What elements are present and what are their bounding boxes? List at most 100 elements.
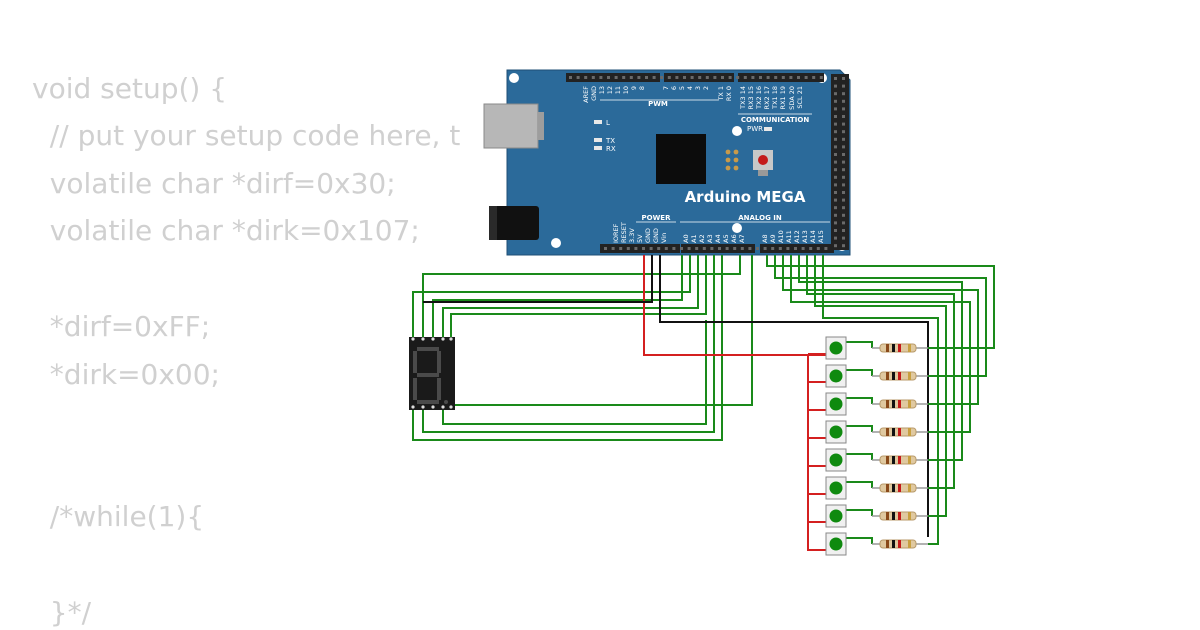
pushbutton-cap (829, 481, 843, 495)
analog-pin-label: A5 (722, 234, 730, 243)
pin-label: RX1 19 (779, 86, 787, 109)
wire-5v-bus (807, 355, 828, 551)
analog-pin-label: A4 (714, 234, 722, 243)
display-segment (417, 400, 439, 404)
resistor-band (886, 484, 889, 492)
analog-pin-label: A3 (706, 234, 714, 243)
pushbutton (825, 420, 847, 444)
wire-gnd-display (423, 255, 653, 303)
pushbutton (825, 476, 847, 500)
resistor-band (908, 512, 911, 520)
resistor-band (898, 428, 901, 436)
pin-label: 5 (678, 86, 686, 90)
status-led (594, 138, 602, 142)
analog-pin-label: A10 (777, 230, 785, 243)
pushbutton (825, 532, 847, 556)
wire-button-resistor (846, 397, 873, 404)
wire-gnd-resistors (659, 255, 929, 537)
resistor-band (898, 512, 901, 520)
resistor-band (898, 484, 901, 492)
display-segment (417, 347, 439, 351)
analog-pin-label: A9 (769, 234, 777, 243)
analog-pin-label: A2 (698, 234, 706, 243)
wire-button-resistor (846, 369, 873, 376)
header-top-left (566, 73, 660, 82)
analog-pin-label: A8 (761, 234, 769, 243)
wire-5v (643, 255, 828, 356)
power-label: POWER (642, 214, 672, 222)
resistor (872, 371, 928, 381)
analog-pin-label: A0 (682, 234, 690, 243)
resistor-band (908, 484, 911, 492)
analog-pin-label: A7 (738, 234, 746, 243)
pin-label: 3 (694, 86, 702, 90)
wire-button-resistor (846, 341, 873, 348)
resistor-band (892, 372, 895, 380)
resistor-band (886, 400, 889, 408)
led-label: L (606, 119, 610, 127)
code-line: void setup() { (32, 72, 228, 105)
resistor-band (886, 512, 889, 520)
status-led (594, 146, 602, 150)
pushbutton-cap (829, 537, 843, 551)
power-pin-label: IOREF (612, 223, 620, 243)
power-pin-label: GND (644, 228, 652, 243)
wire-button-resistor (846, 537, 873, 544)
wire-segment-b (422, 255, 741, 337)
pwm-label: PWM (648, 100, 668, 108)
resistor-band (892, 400, 895, 408)
pushbutton-cap (829, 425, 843, 439)
resistor-band (908, 540, 911, 548)
power-led (764, 127, 772, 131)
resistor (872, 483, 928, 493)
resistor-band (892, 540, 895, 548)
resistor-band (908, 428, 911, 436)
display-pin (431, 337, 435, 341)
analog-in-label: ANALOG IN (738, 214, 782, 222)
resistor-band (886, 428, 889, 436)
pin-label: TX2 16 (755, 86, 763, 110)
resistor-band (898, 372, 901, 380)
wire-analog-input (798, 255, 963, 461)
resistor (872, 455, 928, 465)
wire-button-resistor (846, 453, 873, 460)
power-jack (489, 206, 539, 240)
pin-label: SCL 21 (796, 86, 804, 109)
pin-label: 8 (638, 86, 646, 90)
analog-pin-label: A12 (793, 230, 801, 243)
pin-label: 4 (686, 86, 694, 90)
display-segment (417, 373, 439, 377)
wire-segment-g (422, 255, 715, 433)
icsp-pin (725, 157, 731, 163)
resistor (872, 511, 928, 521)
pin-label: TX 1 (717, 86, 725, 102)
display-segment (413, 351, 417, 373)
resistor-band (908, 456, 911, 464)
display-pin (421, 337, 425, 341)
pin-label: 12 (606, 86, 614, 94)
resistor-band (892, 344, 895, 352)
mounting-hole (732, 223, 742, 233)
resistor-band (898, 400, 901, 408)
pin-label: TX1 18 (771, 86, 779, 110)
code-line: }*/ (32, 596, 92, 629)
pin-label: GND (590, 86, 598, 101)
resistor-band (898, 456, 901, 464)
pushbutton (825, 364, 847, 388)
header-top-right (738, 73, 824, 82)
resistor (872, 399, 928, 409)
header-right-digital (831, 74, 849, 250)
status-led (594, 120, 602, 124)
pin-label: 10 (622, 86, 630, 94)
wire-segment-c (432, 255, 683, 337)
pin-label: SDA 20 (788, 86, 796, 110)
wire-segment-dp (453, 255, 753, 406)
power-pin-label: 3.3V (628, 228, 636, 243)
led-label: RX (606, 145, 616, 153)
analog-pin-label: A1 (690, 234, 698, 243)
mounting-hole (732, 126, 742, 136)
pin-label: AREF (582, 86, 590, 103)
pushbutton (825, 336, 847, 360)
